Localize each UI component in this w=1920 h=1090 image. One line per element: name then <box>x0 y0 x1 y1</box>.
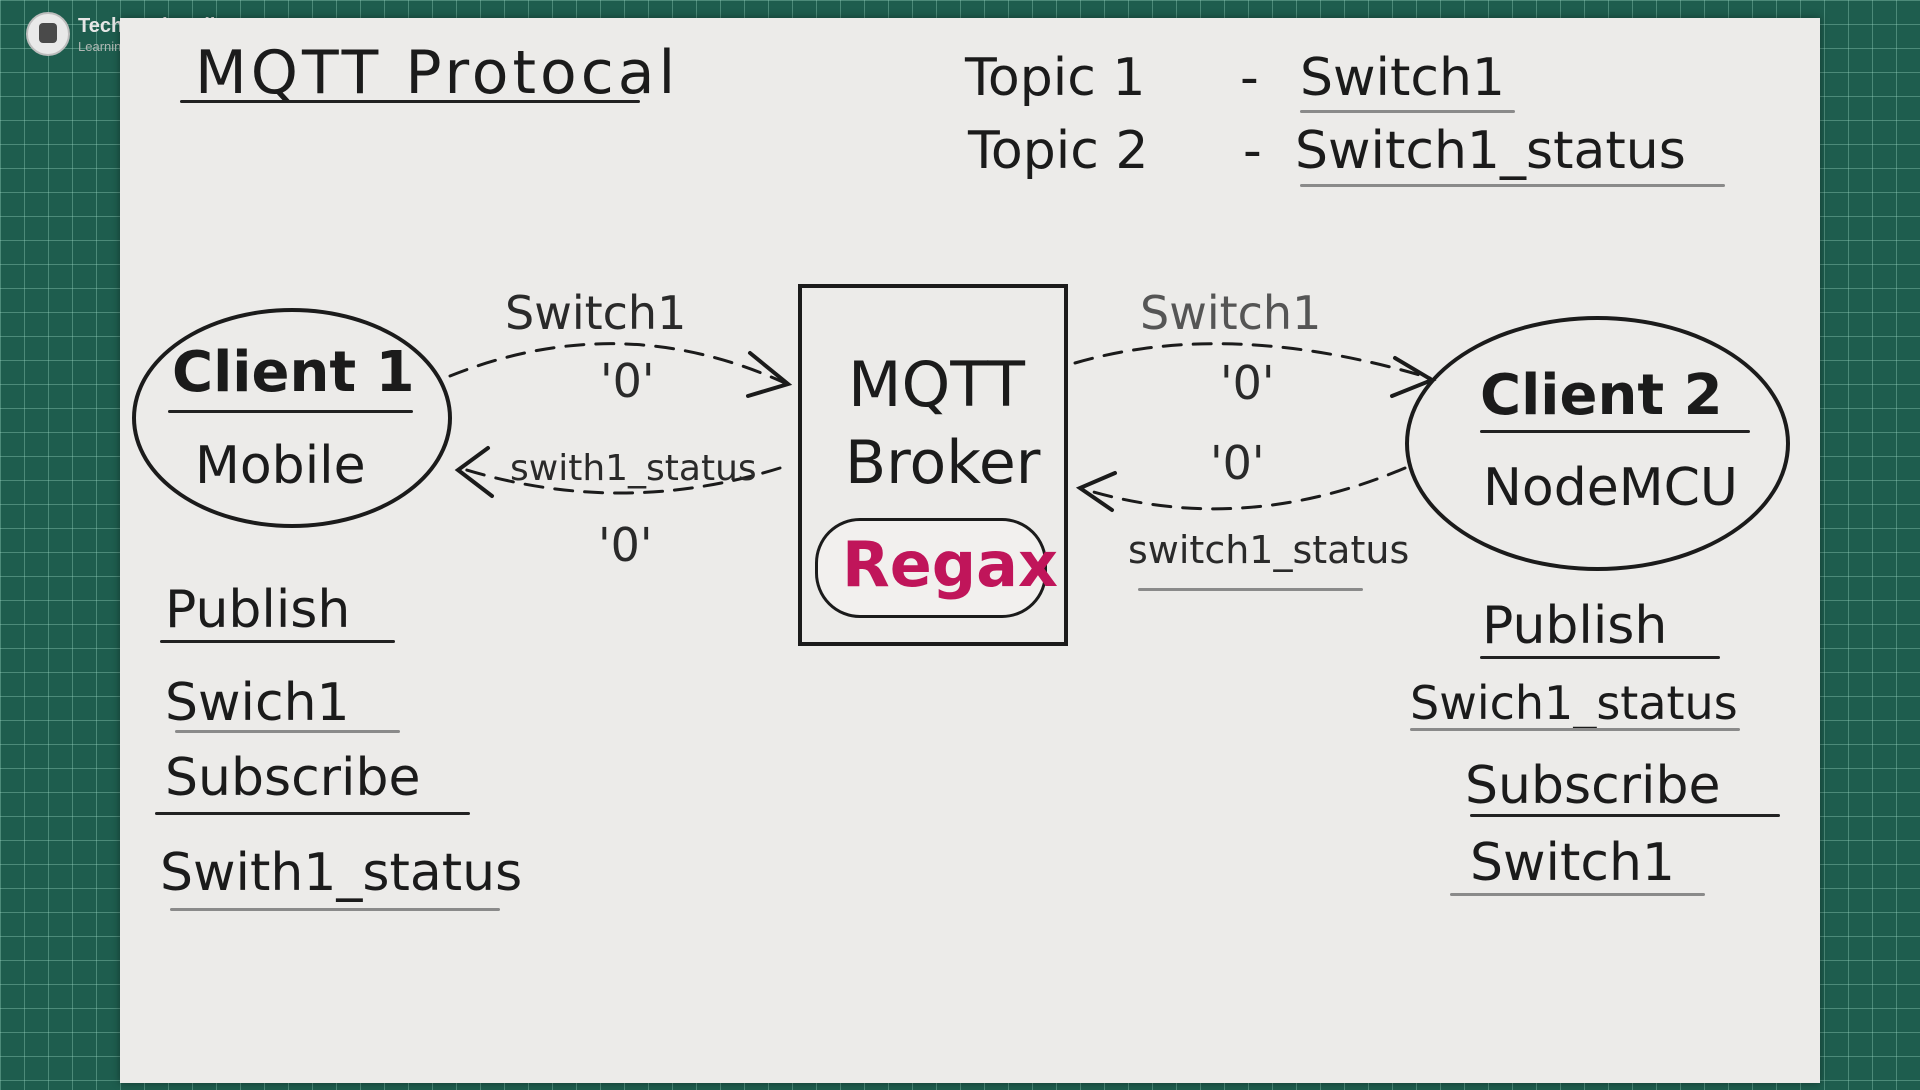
arrowhead-broker-in-top <box>746 351 793 398</box>
client-1-subscribe-topic: Swith1_status <box>160 843 523 903</box>
broker-line-2: Broker <box>845 428 1041 498</box>
client-2-subscribe-label: Subscribe <box>1465 756 1721 816</box>
client-1-device: Mobile <box>195 436 366 496</box>
title-underline <box>180 100 640 103</box>
topic-2-value: Switch1_status <box>1295 121 1686 181</box>
arrow-c1-to-broker-payload: '0' <box>600 354 655 408</box>
client-1-subscribe-label: Subscribe <box>165 748 421 808</box>
arrow-broker-to-c1-payload: '0' <box>598 518 653 572</box>
client-2-device: NodeMCU <box>1483 458 1738 518</box>
client-1-publish-label: Publish <box>165 580 351 640</box>
client-2-subscribe-topic: Switch1 <box>1470 833 1676 893</box>
arrow-c1-to-broker-topic: Switch1 <box>505 286 687 340</box>
client-2-publish-label: Publish <box>1482 596 1668 656</box>
arrow-broker-to-c2-topic: Switch1 <box>1140 286 1322 340</box>
client-2-ellipse <box>1405 316 1790 571</box>
broker-brand-label: Regax <box>842 528 1059 601</box>
arrowhead-c1-in <box>454 446 494 498</box>
arrow-c2-to-broker-payload: '0' <box>1210 436 1265 490</box>
paper-sheet: MQTT Protocal Topic 1 - Switch1 Topic 2 … <box>120 18 1820 1083</box>
arrow-broker-to-c1-topic: swith1_status <box>510 448 757 489</box>
topic-2-dash: - <box>1243 121 1262 181</box>
channel-logo-icon <box>26 12 70 56</box>
flow-arrows <box>448 342 1437 512</box>
client-1-ellipse <box>132 308 452 528</box>
topic-1-dash: - <box>1240 48 1259 108</box>
arrow-c1-to-broker <box>448 342 787 385</box>
arrow-broker-to-c1 <box>458 466 782 495</box>
arrow-broker-to-c2-payload: '0' <box>1220 356 1275 410</box>
client-1-publish-topic: Swich1 <box>165 673 350 733</box>
client-1-name: Client 1 <box>172 340 415 405</box>
arrowhead-broker-in-bottom <box>1075 471 1117 512</box>
regax-cloud-shape <box>815 518 1047 618</box>
topic-1-value: Switch1 <box>1300 48 1506 108</box>
mqtt-broker-box <box>798 284 1068 646</box>
client-2-name: Client 2 <box>1480 363 1723 428</box>
topic-1-label: Topic 1 <box>965 48 1146 108</box>
arrow-broker-to-c2 <box>1073 342 1432 380</box>
arrow-c2-to-broker <box>1078 466 1407 511</box>
arrow-c2-to-broker-topic: switch1_status <box>1128 528 1410 572</box>
client-2-publish-topic: Swich1_status <box>1410 676 1738 730</box>
page-title: MQTT Protocal <box>195 38 680 108</box>
topic-2-label: Topic 2 <box>968 121 1149 181</box>
broker-line-1: MQTT <box>848 348 1025 421</box>
